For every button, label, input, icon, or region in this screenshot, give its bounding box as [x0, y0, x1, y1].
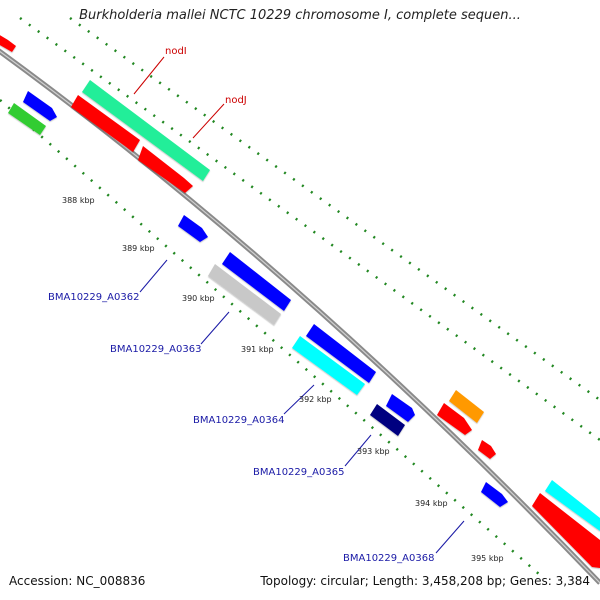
tick-label: 394 kbp: [415, 499, 448, 508]
gene-nodI[interactable]: [82, 80, 210, 181]
tick-label: 395 kbp: [471, 554, 504, 563]
tick-label: 392 kbp: [299, 395, 332, 404]
gene-A0362[interactable]: [222, 252, 291, 311]
gene-orange[interactable]: [449, 390, 484, 423]
gene-green-1[interactable]: [8, 103, 46, 135]
gene-nodJ[interactable]: [138, 146, 193, 193]
position-ticks: 388 kbp 389 kbp 390 kbp 391 kbp 392 kbp …: [62, 196, 504, 563]
label-nodJ[interactable]: nodJ: [225, 95, 247, 106]
gene-labels: nodI nodJ BMA10229_A0362 BMA10229_A0363 …: [48, 46, 434, 564]
gene-red-2[interactable]: [437, 403, 472, 435]
gene-A0365[interactable]: [370, 404, 405, 436]
tick-label: 391 kbp: [241, 345, 274, 354]
gene-features: [0, 34, 600, 568]
tick-label: 390 kbp: [182, 294, 215, 303]
gene-A0368[interactable]: [481, 482, 508, 507]
label-A0364[interactable]: BMA10229_A0364: [193, 415, 284, 426]
gene-blue-3[interactable]: [306, 324, 376, 383]
gene-nodJ-top[interactable]: [71, 95, 140, 152]
accession-text: Accession: NC_008836: [9, 574, 146, 588]
gene-red-3[interactable]: [478, 440, 496, 459]
gene-red-edge[interactable]: [532, 493, 600, 568]
label-callouts: [133, 56, 465, 554]
gene-A0364[interactable]: [292, 336, 365, 395]
tick-label: 393 kbp: [357, 447, 390, 456]
gene-cyan-edge[interactable]: [545, 480, 600, 531]
gene-A0363[interactable]: [208, 264, 281, 325]
label-A0363[interactable]: BMA10229_A0363: [110, 344, 201, 355]
label-A0368[interactable]: BMA10229_A0368: [343, 553, 434, 564]
genome-summary-text: Topology: circular; Length: 3,458,208 bp…: [260, 574, 590, 588]
gene-red-partial[interactable]: [0, 34, 16, 52]
label-nodI[interactable]: nodI: [165, 46, 187, 57]
gene-blue-2[interactable]: [178, 215, 208, 242]
label-A0365[interactable]: BMA10229_A0365: [253, 467, 344, 478]
chromosome-backbone: [0, 48, 600, 585]
tick-label: 389 kbp: [122, 244, 155, 253]
map-title: Burkholderia mallei NCTC 10229 chromosom…: [79, 8, 521, 23]
label-A0362[interactable]: BMA10229_A0362: [48, 292, 139, 303]
tick-label: 388 kbp: [62, 196, 95, 205]
gene-blue-1[interactable]: [23, 91, 57, 121]
gene-blue-4[interactable]: [386, 394, 415, 422]
